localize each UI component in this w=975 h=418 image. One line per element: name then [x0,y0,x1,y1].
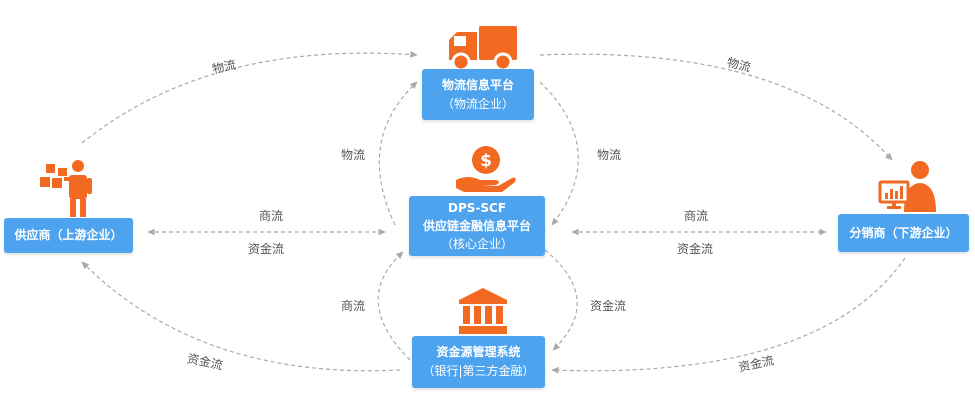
edge-logistics-to-dps [539,81,579,226]
truck-icon [449,26,517,72]
bank-icon [459,288,507,334]
label-supplier-dps-bottom: 资金流 [248,242,285,256]
label-dps-distributor-bottom: 资金流 [677,242,714,256]
node-dps-line2: 供应链金融信息平台 [422,219,531,233]
label-dps-distributor-top: 商流 [684,209,709,223]
node-distributor: 分销商（下游企业） [838,214,969,252]
node-funds-system: 资金源管理系统 （银行|第三方金融） [412,336,545,388]
node-logistics-platform: 物流信息平台 （物流企业） [422,69,534,120]
node-supplier: 供应商（上游企业） [4,218,133,253]
node-logistics-subtitle: （物流企业） [441,96,514,111]
label-dps-funds-right: 资金流 [590,299,627,313]
label-funds-dps-left: 商流 [341,299,366,313]
svg-text:$: $ [480,151,492,171]
worker-with-boxes-icon [40,160,92,217]
edge-funds-to-supplier [81,261,401,372]
edge-dps-to-logistics [378,81,418,226]
label-dps-logistics-left: 物流 [341,148,366,162]
edge-distributor-to-funds [551,257,906,374]
node-supplier-title: 供应商（上游企业） [14,228,123,242]
node-distributor-title: 分销商（下游企业） [849,225,958,240]
edge-funds-to-dps [377,251,411,361]
node-dps-scf: DPS-SCF 供应链金融信息平台 （核心企业） [409,196,545,256]
node-dps-title: DPS-SCF [447,201,507,215]
hand-with-coin-icon: $ [456,146,516,192]
node-funds-title: 资金源管理系统 [436,345,521,359]
edge-dps-to-funds [544,249,578,351]
label-supplier-dps-top: 商流 [259,209,284,223]
node-funds-subtitle: （银行|第三方金融） [422,364,535,378]
person-with-chart-icon [878,161,936,212]
node-logistics-title: 物流信息平台 [441,77,514,92]
node-dps-subtitle: （核心企业） [440,237,513,251]
label-logistics-dps-right: 物流 [597,148,622,162]
edge-supplier-to-logistics [81,51,418,144]
edge-logistics-to-distributor [539,53,893,161]
